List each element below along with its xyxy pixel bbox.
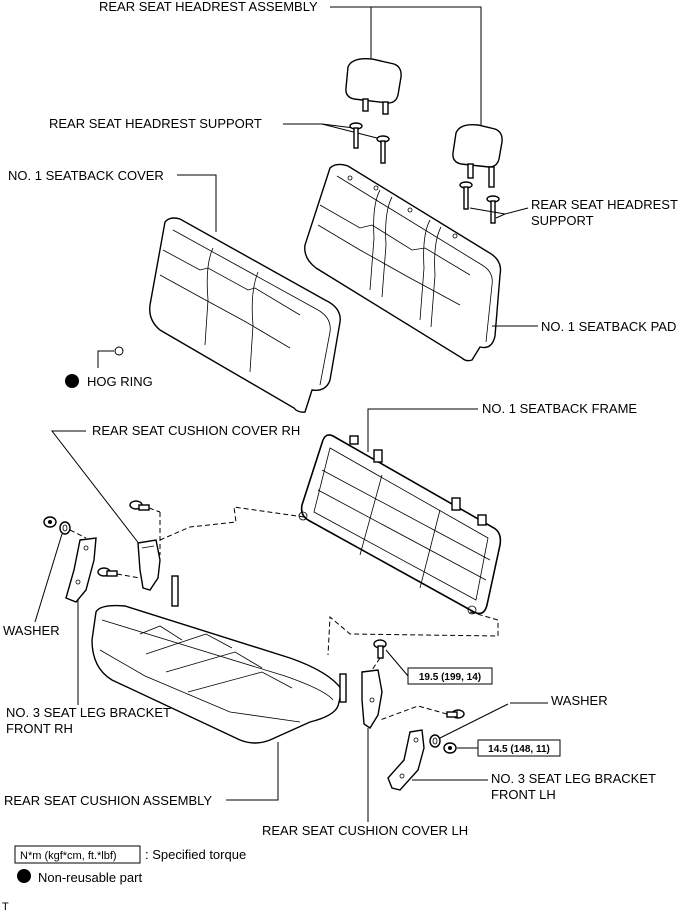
leader-washer-left — [34, 533, 63, 623]
leader-headrest-support-right — [469, 207, 529, 215]
dashed-guide-bolt-rh-upper — [148, 507, 161, 513]
label-cushion-assembly: REAR SEAT CUSHION ASSEMBLY — [4, 793, 212, 808]
leader-seatback-cover — [177, 174, 217, 232]
label-headrest-support-right-1: REAR SEAT HEADREST — [531, 197, 678, 212]
leader-washer-right — [439, 703, 509, 739]
washer-left — [59, 521, 71, 535]
bolt-rh-upper — [129, 500, 150, 511]
leader-headrest-support-right-b — [495, 213, 506, 219]
dashed-guide-bolt-lh-upper — [371, 657, 381, 671]
dashed-guide-bolt-lh-lower — [379, 705, 448, 721]
label-washer-right: WASHER — [551, 693, 608, 708]
seatback-cover — [149, 217, 341, 413]
label-seatback-cover: NO. 1 SEATBACK COVER — [8, 168, 164, 183]
dashed-guide-frame-right — [327, 611, 499, 656]
leader-seatback-frame — [367, 408, 478, 452]
label-cushion-cover-lh: REAR SEAT CUSHION COVER LH — [262, 823, 468, 838]
label-leg-bracket-lh-1: NO. 3 SEAT LEG BRACKET — [491, 771, 656, 786]
legend-nonreusable-text: Non-reusable part — [38, 870, 142, 885]
seat-leg-bracket-lh — [387, 729, 425, 791]
leader-cushion-cover-rh — [50, 430, 141, 546]
cushion-cover-lh-bracket — [339, 669, 383, 729]
bolt-rh-lower — [97, 567, 118, 577]
label-washer-left: WASHER — [3, 623, 60, 638]
leader-headrest-support-left-2 — [321, 123, 378, 139]
leader-headrest-assembly-1 — [330, 6, 372, 58]
headrest-support-pin-3 — [459, 181, 473, 210]
seat-leg-bracket-rh — [65, 537, 97, 603]
torque-value-lower: 14.5 (148, 11) — [488, 744, 550, 755]
bolt-lh-upper — [373, 639, 387, 659]
torque-box-upper — [407, 667, 493, 685]
bolt-lh-lower — [446, 709, 465, 719]
leader-torque-upper — [385, 649, 409, 677]
label-headrest-support-right-2: SUPPORT — [531, 213, 594, 228]
headrest-support-pin-2 — [376, 135, 390, 164]
seatback-frame — [298, 434, 502, 615]
leader-hog-ring — [97, 350, 114, 368]
label-leg-bracket-lh-2: FRONT LH — [491, 787, 556, 802]
legend-torque-text: : Specified torque — [145, 847, 246, 862]
leader-headrest-assembly-2 — [371, 6, 482, 127]
legend-torque-unit: N*m (kgf*cm, ft.*lbf) — [20, 850, 117, 862]
nonreusable-mark-icon — [65, 374, 79, 388]
cushion-cover-rh-bracket — [137, 539, 179, 607]
headrest-support-pin-4 — [486, 195, 500, 224]
rear-seat-headrest-left — [345, 57, 402, 115]
label-headrest-support-left: REAR SEAT HEADREST SUPPORT — [49, 116, 262, 131]
headrest-support-pin-1 — [349, 122, 363, 149]
torque-box-lower — [477, 739, 561, 757]
label-cushion-cover-rh: REAR SEAT CUSHION COVER RH — [92, 423, 300, 438]
rear-seat-cushion — [91, 604, 343, 744]
label-seatback-pad: NO. 1 SEATBACK PAD — [541, 319, 676, 334]
leader-headrest-support-left-1 — [283, 123, 355, 129]
nut-left — [43, 516, 57, 528]
label-leg-bracket-rh-1: NO. 3 SEAT LEG BRACKET — [6, 705, 171, 720]
dashed-guide-frame-left — [159, 506, 305, 541]
leader-cushion-assembly — [226, 742, 279, 801]
nut-right — [443, 742, 457, 754]
dashed-guide-bolt-rh-lower — [116, 573, 141, 579]
hog-ring-icon — [114, 346, 124, 356]
seatback-pad — [304, 163, 502, 362]
corner-mark: T — [2, 901, 9, 912]
label-seatback-frame: NO. 1 SEATBACK FRAME — [482, 401, 637, 416]
label-leg-bracket-rh-2: FRONT RH — [6, 721, 73, 736]
dashed-guide-washer-left — [69, 529, 87, 539]
torque-value-upper: 19.5 (199, 14) — [419, 672, 481, 683]
label-headrest-assembly: REAR SEAT HEADREST ASSEMBLY — [99, 0, 318, 14]
washer-right — [429, 734, 441, 748]
rear-seat-headrest-right — [452, 123, 503, 188]
legend-torque-box — [14, 845, 141, 864]
label-hog-ring: HOG RING — [87, 374, 153, 389]
legend-nonreusable-icon — [17, 869, 31, 883]
